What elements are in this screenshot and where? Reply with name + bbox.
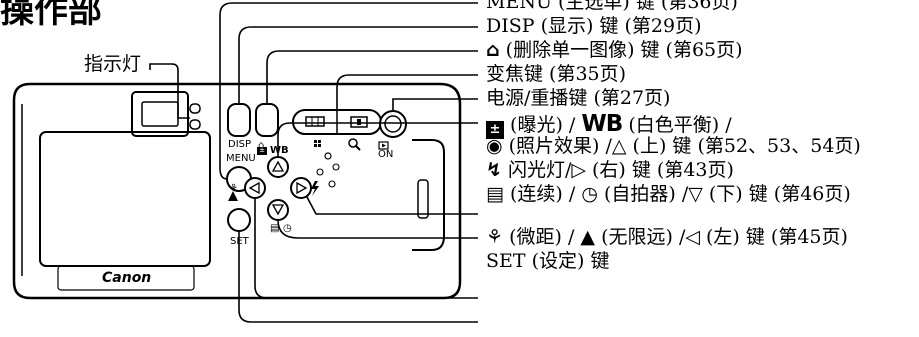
callout-exposure-wb: ± (曝光) / WB (白色平衡) /	[486, 113, 732, 139]
power-play-button	[379, 110, 407, 138]
zoom-tele-icon	[350, 116, 368, 128]
photo-effect-icon: ◉	[486, 135, 503, 157]
menu-button-label: MENU	[226, 153, 256, 164]
wb-mini-label: WB	[270, 145, 289, 156]
brand-plate	[57, 265, 195, 291]
down-button	[267, 199, 289, 221]
flash-icon-small	[311, 181, 319, 196]
disp-button	[227, 103, 251, 137]
macro-icon-small: ⚘	[229, 183, 238, 194]
index-icon	[314, 140, 321, 147]
callout-disp-key: DISP (显示) 键 (第29页)	[486, 15, 702, 37]
play-icon	[378, 141, 389, 150]
indicator-label: 指示灯	[84, 53, 142, 75]
viewfinder-window	[141, 101, 179, 127]
leader-lines	[149, 2, 478, 323]
callout-delete-key: ⌂ (删除单一图像) 键 (第65页)	[486, 39, 743, 61]
page-title: 操作部	[0, 0, 102, 31]
flash-icon: ↯	[486, 159, 502, 181]
continuous-icon-small: ▤	[270, 223, 280, 234]
white-balance-icon: WB	[581, 111, 623, 137]
continuous-icon: ▤	[486, 183, 504, 205]
left-button	[244, 177, 266, 199]
callout-zoom-key: 变焦键 (第35页)	[486, 63, 627, 85]
delete-button	[255, 103, 279, 137]
magnifier-icon	[348, 138, 361, 151]
callout-macro-left: ⚘ (微距) / ▲ (无限远) /◁ (左) 键 (第45页)	[486, 226, 848, 248]
viewfinder	[131, 91, 189, 137]
callout-menu-key: MENU (主选单) 键 (第36页)	[486, 0, 738, 13]
callout-photo-effect-up: ◉ (照片效果) /△ (上) 键 (第52、53、54页)	[486, 135, 861, 157]
indicator-lamp-bottom	[189, 119, 201, 130]
macro-icon: ⚘	[486, 226, 504, 248]
self-timer-icon-small: ◷	[283, 223, 292, 234]
brand-logo: Canon	[102, 270, 152, 286]
callout-continuous-down: ▤ (连续) / ◷ (自拍器) /▽ (下) 键 (第46页)	[486, 183, 851, 205]
right-button	[290, 177, 312, 199]
delete-icon-small: ⌂	[258, 140, 265, 151]
camera-grip	[412, 139, 445, 251]
zoom-dot	[324, 152, 332, 160]
disp-button-label: DISP	[228, 139, 252, 150]
set-button-label: SET	[230, 236, 249, 247]
zoom-wide-icon	[305, 116, 325, 127]
lcd-screen	[39, 131, 211, 267]
camera-body	[12, 82, 462, 300]
camera-strap-mount	[417, 179, 429, 219]
exposure-icon: ±	[486, 121, 504, 139]
on-label: ON	[378, 149, 394, 160]
self-timer-icon: ◷	[581, 183, 598, 205]
callout-set-key: SET (设定) 键	[486, 250, 610, 272]
mountain-icon-small	[228, 191, 238, 201]
set-button	[227, 208, 251, 232]
callout-flash-right: ↯ 闪光灯/▷ (右) 键 (第43页)	[486, 159, 734, 181]
up-button	[267, 156, 289, 178]
delete-icon: ⌂	[486, 39, 500, 61]
exposure-icon-small: ±	[257, 147, 267, 155]
infinity-icon: ▲	[580, 226, 596, 248]
indicator-lamp-top	[189, 103, 201, 114]
callout-power-key: 电源/重播键 (第27页)	[486, 87, 671, 109]
